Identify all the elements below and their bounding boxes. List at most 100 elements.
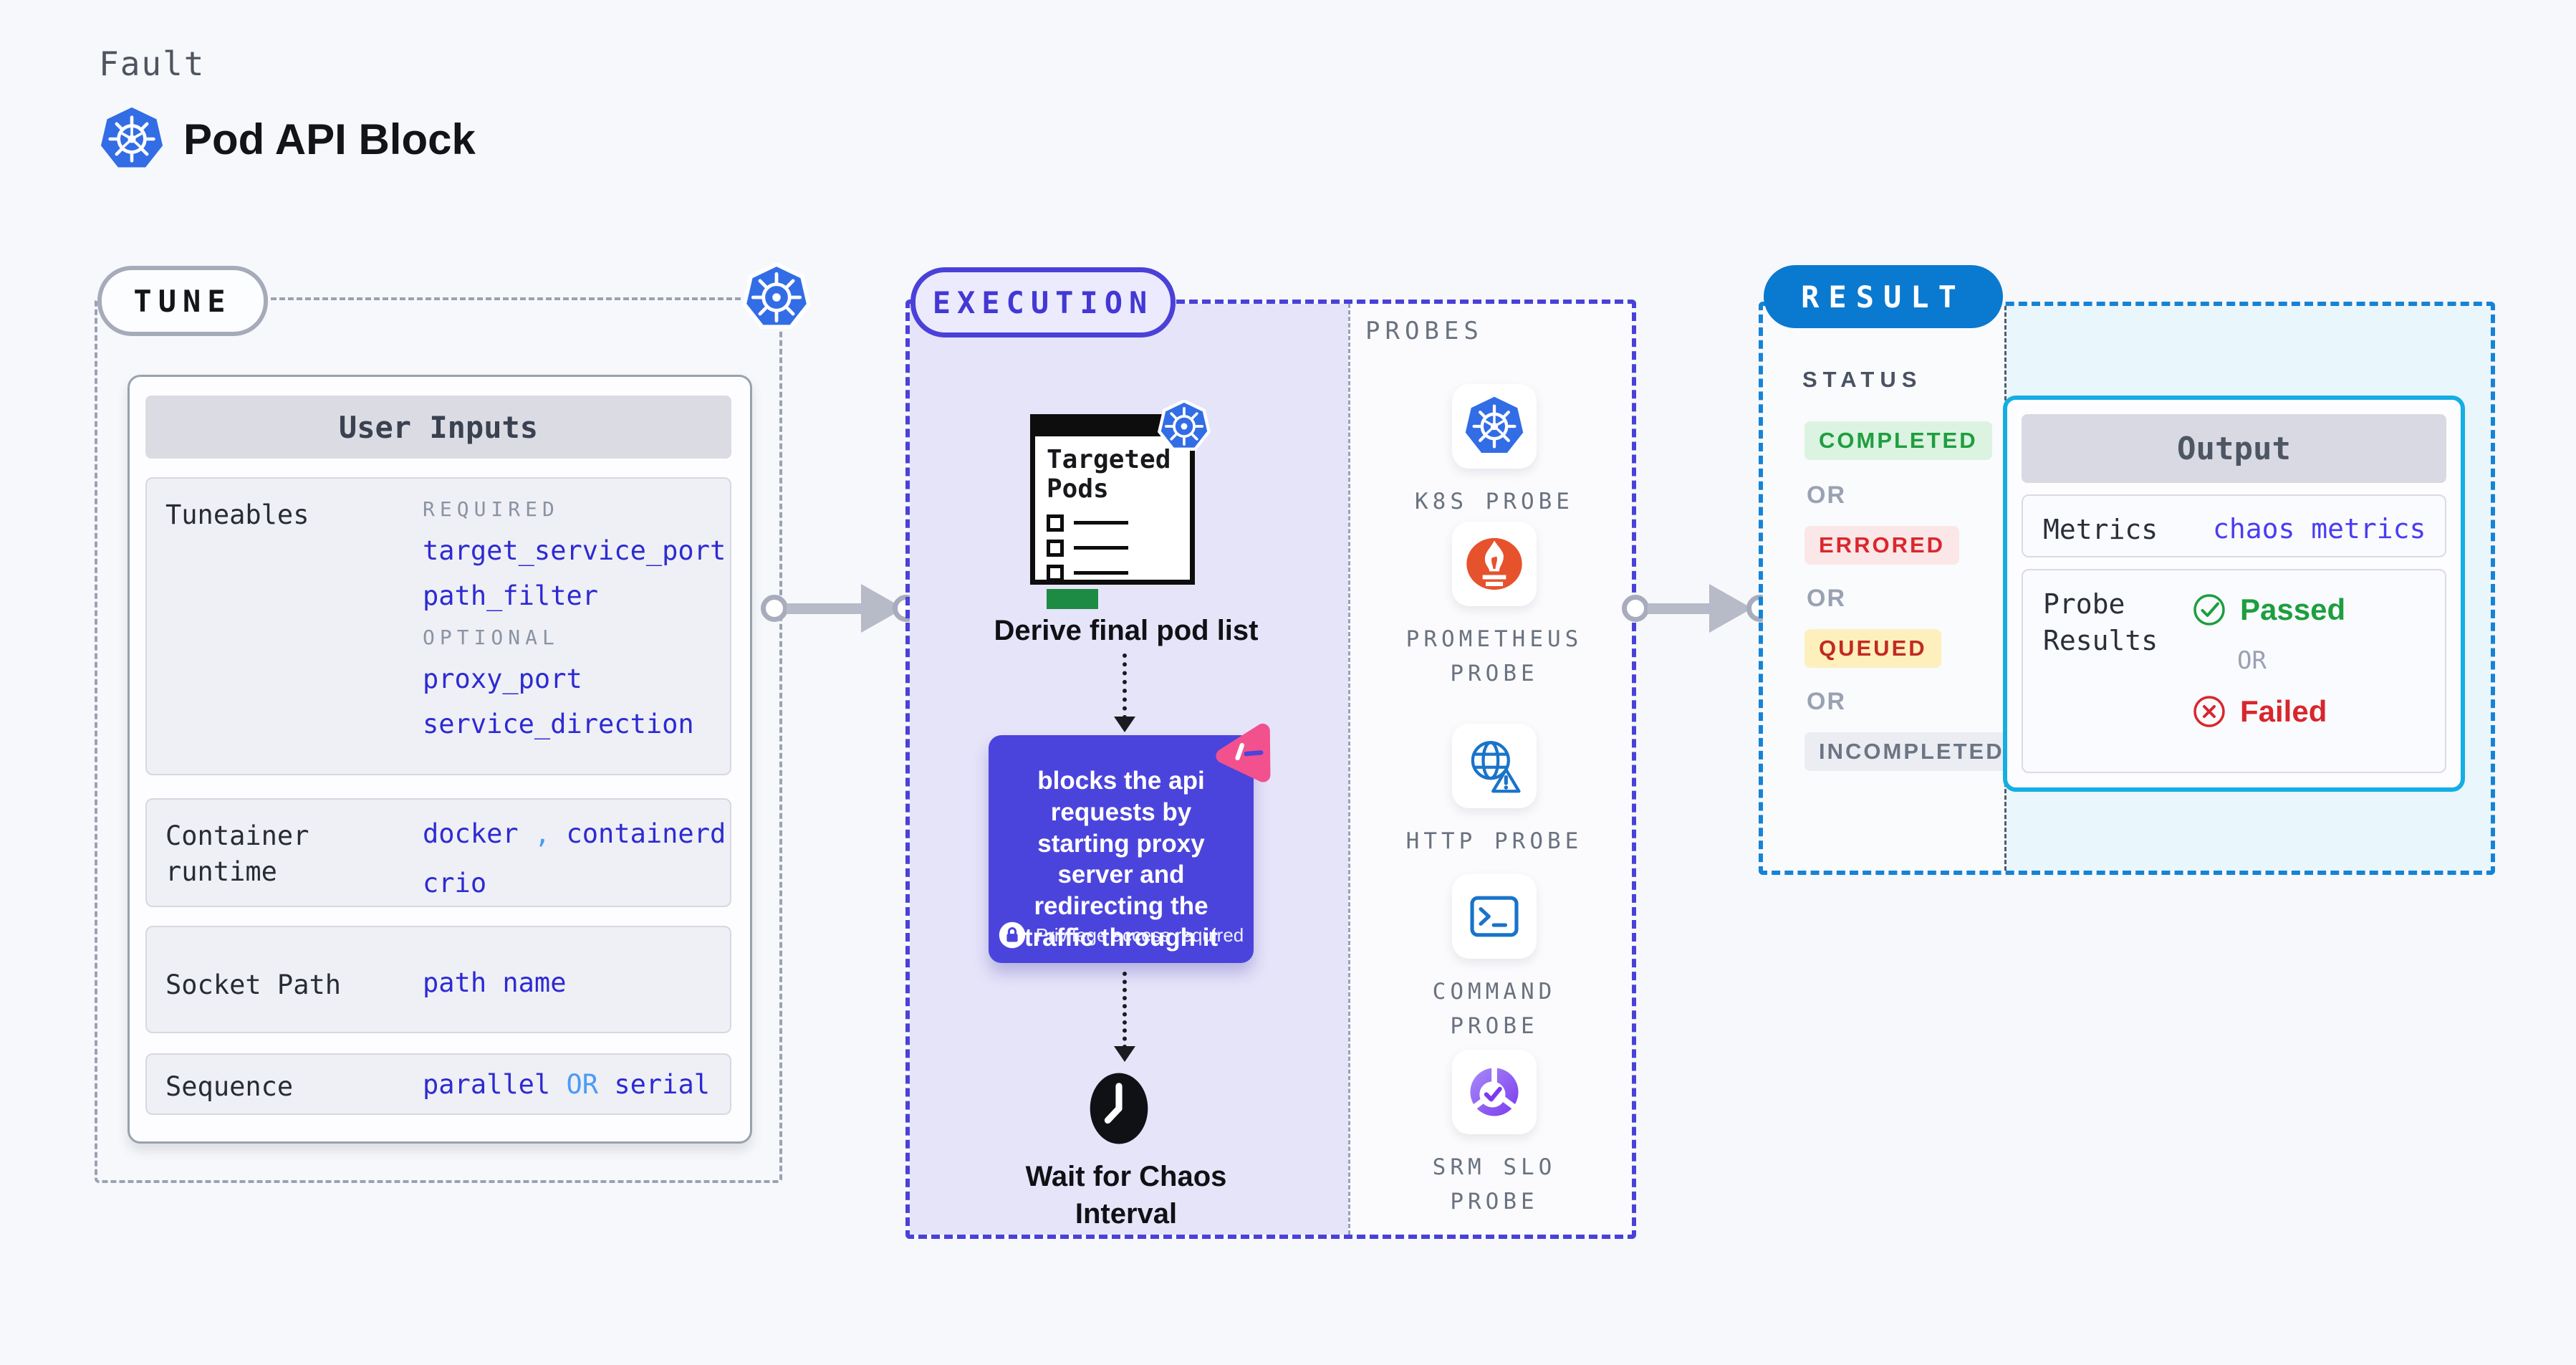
- passed-label: Passed: [2240, 593, 2346, 626]
- runtime-crio: crio: [423, 868, 487, 899]
- derive-pod-list-label: Derive final pod list: [994, 615, 1259, 646]
- user-inputs-card: User Inputs Tuneables REQUIRED target_se…: [128, 375, 752, 1144]
- fault-action-text: blocks the api requests by starting prox…: [1024, 767, 1219, 952]
- checkbox-icon: [1047, 564, 1064, 582]
- x-circle-icon: [2191, 694, 2227, 729]
- probe-label: COMMAND PROBE: [1432, 979, 1557, 1040]
- arrow-line: [787, 603, 865, 614]
- dotted-connector: [1123, 972, 1127, 1049]
- sequence-row: Sequence parallel OR serial: [145, 1053, 731, 1115]
- terminal-icon: [1464, 886, 1525, 947]
- kubernetes-icon: [99, 106, 165, 172]
- runtime-containerd: containerd: [566, 818, 726, 849]
- arrow-line: [1648, 603, 1714, 614]
- probe-results-row: Probe Results Passed OR Failed: [2022, 569, 2446, 773]
- probe-srm-slo: SRM SLO PROBE: [1373, 1050, 1616, 1219]
- probe-label: PROMETHEUS PROBE: [1405, 626, 1583, 687]
- fault-eyebrow: Fault: [99, 44, 206, 83]
- user-inputs-title: User Inputs: [145, 396, 731, 459]
- checkbox-icon: [1047, 514, 1064, 532]
- runtime-docker: docker: [423, 818, 519, 849]
- tuneables-values: REQUIRED target_service_port path_filter…: [423, 497, 726, 739]
- output-card: Output Metrics chaos metrics Probe Resul…: [2003, 396, 2465, 792]
- or-label: OR: [1807, 585, 1846, 612]
- status-badge-completed: COMPLETED: [1804, 421, 1992, 460]
- socket-path-row: Socket Path path name: [145, 926, 731, 1033]
- sequence-serial: serial: [614, 1069, 710, 1100]
- failed-line: Failed: [2191, 694, 2345, 729]
- tuneables-label: Tuneables: [165, 499, 309, 530]
- probe-label: K8S PROBE: [1415, 489, 1574, 514]
- container-runtime-values: docker , containerd crio: [423, 818, 726, 899]
- status-badge-queued: QUEUED: [1804, 629, 1941, 668]
- socket-path-label: Socket Path: [165, 969, 342, 1000]
- list-line: [1074, 521, 1128, 525]
- or-label: OR: [1807, 482, 1846, 509]
- socket-path-value: path name: [423, 967, 567, 998]
- required-label: REQUIRED: [423, 497, 559, 521]
- metrics-value: chaos metrics: [2213, 513, 2426, 545]
- clock-icon: [1086, 1069, 1152, 1148]
- targeted-pods-title: Targeted Pods: [1047, 445, 1171, 504]
- probe-k8s: K8S PROBE: [1373, 384, 1616, 519]
- tuneable-proxy-port: proxy_port: [423, 664, 582, 694]
- prometheus-icon: [1464, 533, 1525, 595]
- container-runtime-row: Container runtime docker , containerd cr…: [145, 798, 731, 907]
- sequence-parallel: parallel: [423, 1069, 551, 1100]
- arrow-head-icon: [1709, 584, 1752, 633]
- green-progress-bar: [1047, 588, 1098, 609]
- metrics-row: Metrics chaos metrics: [2022, 494, 2446, 557]
- privilege-note-text: Privilege access required: [1035, 924, 1244, 946]
- check-circle-icon: [2191, 592, 2227, 628]
- tuneable-target-service-port: target_service_port: [423, 535, 726, 566]
- status-badge-errored: ERRORED: [1804, 526, 1960, 565]
- arrow-head-icon: [1114, 1046, 1135, 1062]
- kubernetes-icon: [1158, 400, 1211, 453]
- probe-results-label: Probe Results: [2043, 588, 2158, 657]
- passed-line: Passed: [2191, 592, 2345, 628]
- result-badge: RESULT: [1764, 265, 2003, 328]
- output-title: Output: [2022, 414, 2446, 483]
- privilege-note: Privilege access required: [989, 921, 1254, 949]
- connector-dot: [761, 595, 788, 622]
- status-badge-incompleted: INCOMPLETED: [1804, 732, 2019, 771]
- sequence-label: Sequence: [165, 1071, 294, 1102]
- kubernetes-icon: [742, 263, 811, 332]
- probe-label: HTTP PROBE: [1405, 828, 1583, 854]
- tune-section: [95, 297, 782, 1183]
- probe-results-values: Passed OR Failed: [2191, 592, 2345, 729]
- failed-label: Failed: [2240, 694, 2327, 728]
- tune-badge: TUNE: [97, 266, 268, 336]
- tuneable-path-filter: path_filter: [423, 580, 599, 611]
- page-title: Pod API Block: [183, 115, 476, 163]
- pod-checklist: [1035, 504, 1190, 582]
- http-globe-icon: [1464, 735, 1525, 797]
- tuneable-service-direction: service_direction: [423, 709, 694, 739]
- container-runtime-label: Container runtime: [165, 820, 309, 887]
- page-header: Pod API Block: [99, 106, 476, 172]
- optional-label: OPTIONAL: [423, 626, 559, 649]
- wait-chaos-interval-label: Wait for Chaos Interval: [1025, 1161, 1227, 1230]
- list-line: [1074, 546, 1128, 550]
- execution-badge: EXECUTION: [910, 267, 1176, 337]
- kubernetes-icon: [1464, 396, 1525, 457]
- runtime-separator: ,: [534, 818, 551, 849]
- litmus-chaos-icon: [1208, 715, 1282, 790]
- probe-http: HTTP PROBE: [1373, 724, 1616, 858]
- slo-pie-icon: [1464, 1061, 1525, 1123]
- probe-label: SRM SLO PROBE: [1432, 1154, 1557, 1215]
- status-panel: [1763, 306, 2004, 871]
- or-label: OR: [2237, 646, 2267, 675]
- status-title: STATUS: [1802, 367, 1923, 392]
- probes-title: PROBES: [1365, 317, 1484, 345]
- dotted-connector: [1123, 653, 1127, 719]
- lock-icon: [999, 921, 1026, 949]
- sequence-or: OR: [566, 1069, 599, 1100]
- or-label: OR: [1807, 688, 1846, 715]
- fault-action-box: blocks the api requests by starting prox…: [989, 735, 1254, 963]
- list-line: [1074, 571, 1128, 575]
- probe-prometheus: PROMETHEUS PROBE: [1373, 522, 1616, 691]
- connector-dot: [1622, 595, 1649, 622]
- checkbox-icon: [1047, 539, 1064, 557]
